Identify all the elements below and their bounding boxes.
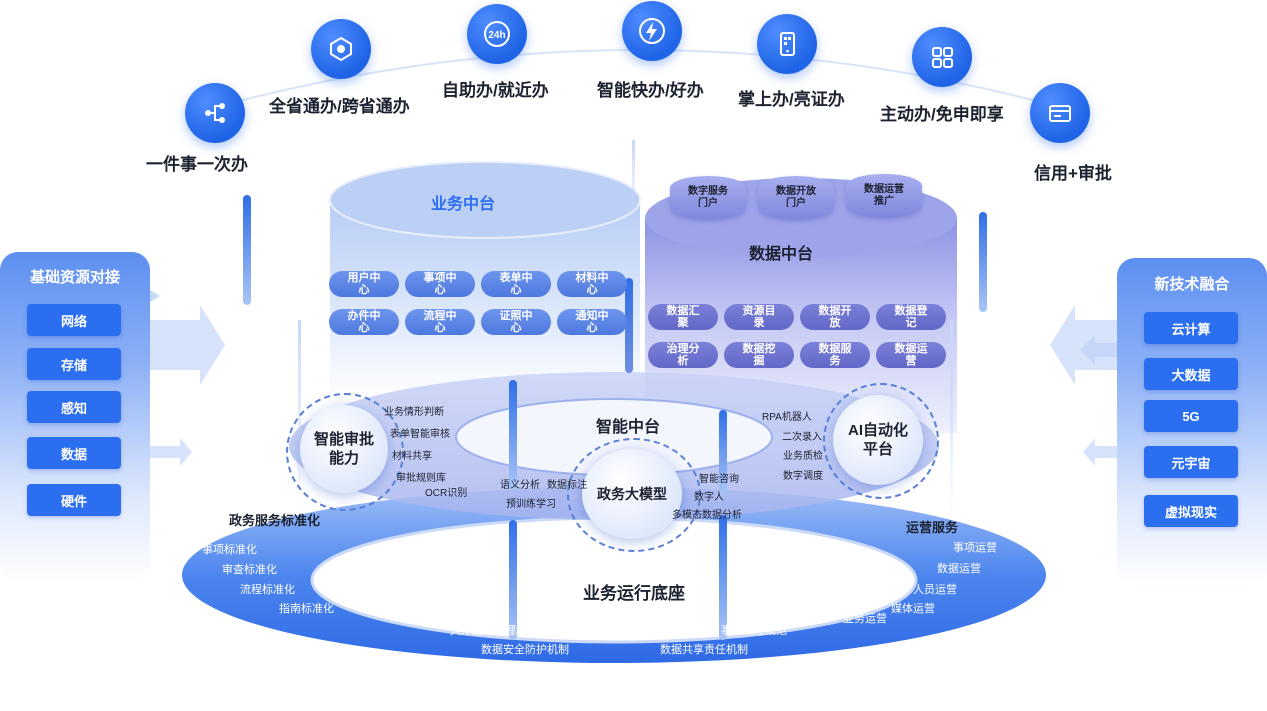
card-icon[interactable] [1030, 83, 1090, 143]
deco-line [950, 320, 953, 520]
ops-item: 人员运营 [913, 584, 957, 596]
approval-item: OCR识别 [425, 488, 468, 499]
ai-item: 数字调度 [783, 471, 823, 482]
data-portal[interactable]: 数字服务门户 [670, 176, 746, 220]
smart-platform-title: 智能中台 [596, 419, 661, 436]
ai-item: 业务质检 [783, 451, 823, 462]
data-pill[interactable]: 数据服务 [800, 342, 870, 368]
deco-bar [509, 380, 517, 490]
approval-node[interactable]: 智能审批能力 [300, 405, 388, 493]
approval-item: 表单智能审核 [390, 429, 450, 440]
business-pill[interactable]: 证照中心 [481, 309, 551, 335]
standard-item: 指南标准化 [279, 603, 334, 615]
standard-item: 审查标准化 [222, 564, 277, 576]
standard-title: 政务服务标准化 [229, 513, 321, 528]
service-label: 掌上办/亮证办 [738, 90, 845, 109]
right-panel: 新技术融合 云计算 大数据 5G 元宇宙 虚拟现实 [1117, 258, 1267, 588]
model-item: 语义分析 [500, 480, 540, 491]
model-node[interactable]: 政务大模型 [582, 449, 682, 539]
network-icon[interactable] [311, 19, 371, 79]
business-pill[interactable]: 事项中心 [405, 271, 475, 297]
deco-line [632, 140, 635, 220]
mgmt-title: 运行管理机制 [581, 623, 660, 638]
ops-item: 业务运营 [843, 613, 887, 625]
24h-icon[interactable]: 24h [467, 4, 527, 64]
business-pill[interactable]: 办件中心 [329, 309, 399, 335]
service-label: 智能快办/好办 [597, 81, 704, 100]
ai-ring [823, 383, 939, 499]
right-item[interactable]: 云计算 [1144, 312, 1238, 344]
ai-node[interactable]: AI自动化平台 [833, 395, 923, 485]
data-portal[interactable]: 数据开放门户 [758, 176, 834, 220]
ops-item: 媒体运营 [891, 603, 935, 615]
phone-icon[interactable] [757, 14, 817, 74]
model-ring [567, 438, 701, 552]
model-item: 数字人 [694, 492, 724, 503]
standard-item: 流程标准化 [240, 584, 295, 596]
left-item[interactable]: 感知 [27, 391, 121, 423]
approval-ring [286, 393, 404, 511]
svg-text:24h: 24h [488, 30, 505, 41]
left-item[interactable]: 网络 [27, 304, 121, 336]
data-portal[interactable]: 数据运营推广 [846, 174, 922, 218]
deco-bar [509, 520, 517, 640]
deco-bar [979, 212, 987, 312]
lightning-icon[interactable] [622, 1, 682, 61]
service-label: 主动办/免申即享 [880, 105, 1004, 124]
data-pill[interactable]: 数据登记 [876, 304, 946, 330]
business-pill[interactable]: 表单中心 [481, 271, 551, 297]
data-pill[interactable]: 数据运营 [876, 342, 946, 368]
left-panel: 基础资源对接 网络 存储 感知 数据 硬件 [0, 252, 150, 582]
approval-item: 审批规则库 [396, 473, 446, 484]
left-item[interactable]: 数据 [27, 437, 121, 469]
data-pill[interactable]: 资源目录 [724, 304, 794, 330]
model-item: 数据标注 [547, 480, 587, 491]
ops-item: 数据运营 [937, 563, 981, 575]
left-item[interactable]: 硬件 [27, 484, 121, 516]
data-pill[interactable]: 数据开放 [800, 304, 870, 330]
model-item: 预训练学习 [506, 499, 556, 510]
business-pill[interactable]: 通知中心 [557, 309, 627, 335]
service-label: 一件事一次办 [146, 155, 248, 174]
ops-item: 事项运营 [953, 542, 997, 554]
service-label: 信用+审批 [1034, 164, 1112, 183]
approval-item: 业务情形判断 [384, 407, 444, 418]
deco-bar [719, 515, 727, 640]
right-item[interactable]: 虚拟现实 [1144, 495, 1238, 527]
ai-item: 二次录入 [782, 432, 822, 443]
left-panel-title: 基础资源对接 [29, 269, 120, 286]
grid-icon[interactable] [912, 27, 972, 87]
right-item[interactable]: 元宇宙 [1144, 446, 1238, 478]
left-item[interactable]: 存储 [27, 348, 121, 380]
deco-bar [719, 410, 727, 495]
mgmt-item: 事项梳理规范 [721, 625, 787, 637]
data-pill[interactable]: 数据汇聚 [648, 304, 718, 330]
right-item[interactable]: 5G [1144, 400, 1238, 432]
business-platform-title: 业务中台 [431, 196, 496, 213]
business-pill[interactable]: 材料中心 [557, 271, 627, 297]
standard-item: 事项标准化 [202, 544, 257, 556]
flow-icon[interactable] [185, 83, 245, 143]
deco-bar [625, 278, 633, 373]
service-label: 自助办/就近办 [442, 81, 549, 100]
model-item: 智能咨询 [699, 474, 739, 485]
ai-item: RPA机器人 [762, 412, 812, 423]
deco-bar [243, 195, 251, 305]
mgmt-item: 数据安全防护机制 [481, 644, 569, 656]
business-pill[interactable]: 用户中心 [329, 271, 399, 297]
service-label: 全省通办/跨省通办 [269, 97, 410, 116]
base-title: 业务运行底座 [583, 584, 685, 603]
business-pill[interactable]: 流程中心 [405, 309, 475, 335]
data-pill[interactable]: 治理分析 [648, 342, 718, 368]
right-item[interactable]: 大数据 [1144, 358, 1238, 390]
mgmt-item: 大厅运行管理机制 [450, 625, 538, 637]
mgmt-item: 数据共享责任机制 [660, 644, 748, 656]
ops-title: 运营服务 [906, 520, 959, 535]
model-item: 多模态数据分析 [672, 510, 742, 521]
approval-item: 材料共享 [392, 451, 432, 462]
right-panel-title: 新技术融合 [1154, 276, 1230, 293]
data-platform-title: 数据中台 [749, 246, 814, 263]
data-pill[interactable]: 数据挖掘 [724, 342, 794, 368]
